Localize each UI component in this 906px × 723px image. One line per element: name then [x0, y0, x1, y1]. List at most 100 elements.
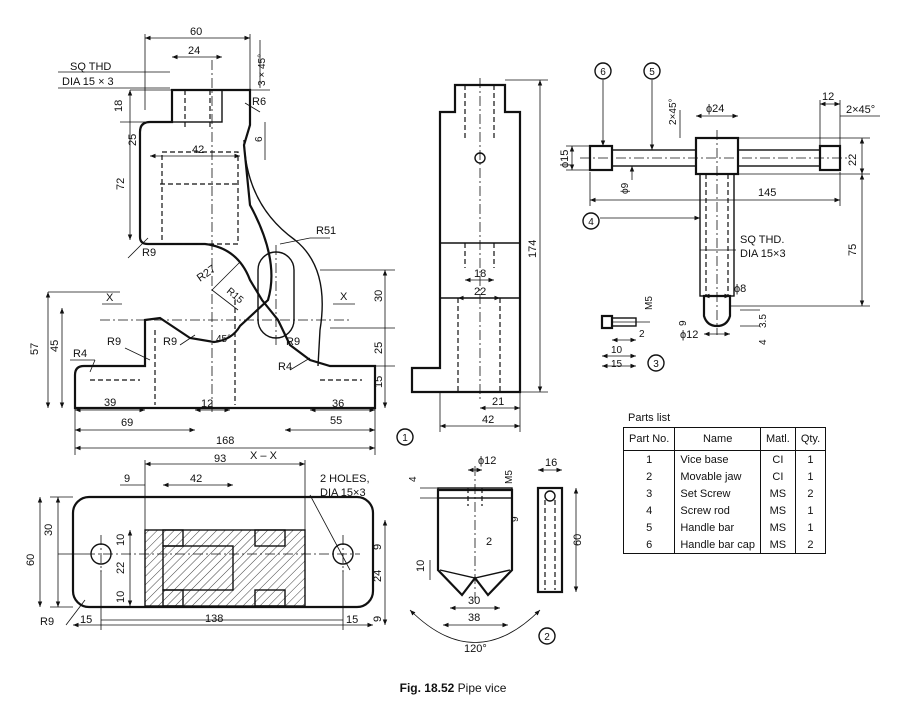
table-row: 3 Set Screw MS 2 — [622, 485, 827, 502]
dim-60: 60 — [190, 26, 202, 38]
cell-qty: 1 — [794, 519, 827, 536]
dim-69: 69 — [121, 417, 133, 429]
dim-174: 174 — [527, 240, 539, 258]
header-part-no: Part No. — [622, 427, 676, 451]
cell-qty: 1 — [794, 450, 827, 468]
marker-4: 4 — [588, 217, 594, 228]
dim-9-plan: 9 — [124, 473, 130, 485]
dim-angle-45: 45° — [216, 334, 231, 345]
dim-angle-120: 120° — [464, 643, 487, 655]
screw-thread-line1: SQ THD. — [740, 234, 784, 246]
plan-view: X – X 93 9 42 2 HOLES, DIA 15×3 30 60 10… — [25, 450, 388, 630]
header-qty: Qty. — [794, 427, 827, 451]
dim-22-side: 22 — [474, 286, 486, 298]
jaw-views: ϕ12 M5 4 16 9 2 10 30 38 60 120° — [408, 455, 584, 655]
cell-material: MS — [759, 502, 796, 519]
dim-4-jaw: 4 — [408, 476, 419, 482]
dim-22-screw: 22 — [847, 154, 859, 166]
dim-dia15: ϕ15 — [559, 150, 571, 168]
dim-60-plan: 60 — [25, 554, 37, 566]
table-row: 5 Handle bar MS 1 — [622, 519, 827, 536]
cell-material: MS — [759, 536, 796, 554]
marker-6: 6 — [600, 67, 606, 78]
screw-thread-line2: DIA 15×3 — [740, 248, 786, 260]
thread-note-line2: DIA 15 × 3 — [62, 76, 114, 88]
dim-r6: R6 — [252, 96, 266, 108]
dim-30-plan: 30 — [43, 524, 55, 536]
dim-45: 45 — [49, 340, 61, 352]
dim-9-screw: 9 — [678, 320, 689, 326]
table-row: 6 Handle bar cap MS 2 — [622, 536, 827, 554]
dim-168: 168 — [216, 435, 234, 447]
figure-caption: Fig. 18.52 Pipe vice — [0, 681, 906, 695]
cell-part-no: 1 — [622, 450, 676, 468]
dim-42: 42 — [192, 144, 204, 156]
parts-list-title: Parts list — [628, 412, 671, 424]
dim-dia9: ϕ9 — [620, 182, 631, 194]
cell-name: Handle bar cap — [674, 536, 761, 554]
dim-93: 93 — [214, 453, 226, 465]
dim-18-side: 18 — [474, 268, 486, 280]
dim-m5-screw: M5 — [644, 296, 655, 310]
cell-part-no: 6 — [622, 536, 676, 554]
cell-part-no: 4 — [622, 502, 676, 519]
dim-18: 18 — [113, 100, 125, 112]
dim-r4-left: R4 — [73, 348, 87, 360]
dim-22-plan: 22 — [115, 562, 127, 574]
dim-r9-left: R9 — [142, 247, 156, 259]
dim-15-screw: 15 — [611, 359, 623, 370]
dim-dia12-screw: ϕ12 — [680, 329, 698, 341]
dim-10a-plan: 10 — [115, 534, 127, 546]
cell-name: Handle bar — [674, 519, 761, 536]
side-view: 174 18 22 21 42 — [410, 78, 548, 432]
cell-name: Movable jaw — [674, 468, 761, 485]
section-label: X – X — [250, 450, 278, 462]
dim-dia8: ϕ8 — [734, 283, 746, 295]
dim-42-plan: 42 — [190, 473, 202, 485]
dim-r27: R27 — [195, 263, 218, 284]
header-material: Matl. — [759, 427, 796, 451]
dim-2-jaw: 2 — [486, 536, 492, 548]
thread-note-line1: SQ THD — [70, 61, 111, 73]
dim-15a-plan: 15 — [80, 614, 92, 626]
table-row: 1 Vice base CI 1 — [622, 450, 827, 468]
dim-r51: R51 — [316, 225, 336, 237]
dim-21-side: 21 — [492, 396, 504, 408]
caption-title: Pipe vice — [457, 681, 507, 695]
dim-9-jaw: 9 — [510, 516, 521, 522]
dim-r9-plan: R9 — [40, 616, 54, 628]
dim-42-side: 42 — [482, 414, 494, 426]
marker-5: 5 — [649, 67, 655, 78]
dim-9a-plan: 9 — [372, 544, 384, 550]
cell-qty: 2 — [794, 536, 827, 554]
cell-material: MS — [759, 519, 796, 536]
dim-r15: R15 — [224, 286, 245, 307]
dim-r9-a: R9 — [107, 336, 121, 348]
dim-10b-plan: 10 — [115, 591, 127, 603]
marker-3: 3 — [653, 359, 659, 370]
dim-r9-b: R9 — [163, 336, 177, 348]
marker-2: 2 — [544, 632, 550, 643]
cell-name: Vice base — [674, 450, 761, 468]
front-view: 60 24 3 × 45° SQ THD DIA 15 × 3 R6 18 25… — [29, 26, 395, 455]
dim-15: 15 — [373, 376, 385, 388]
cell-material: CI — [759, 450, 796, 468]
cell-part-no: 5 — [622, 519, 676, 536]
parts-list-table: Part No. Name Matl. Qty. 1 Vice base CI … — [622, 427, 827, 554]
screw-assembly: 2×45° ϕ24 12 2×45° ϕ15 ϕ9 145 22 SQ THD.… — [559, 62, 880, 372]
dim-60-jaw: 60 — [572, 534, 584, 546]
dim-dia24: ϕ24 — [706, 103, 724, 115]
cell-name: Screw rod — [674, 502, 761, 519]
cell-name: Set Screw — [674, 485, 761, 502]
parts-header-row: Part No. Name Matl. Qty. — [622, 427, 827, 451]
dim-15b-plan: 15 — [346, 614, 358, 626]
dim-2x45b: 2×45° — [846, 104, 875, 116]
dim-10-screw: 10 — [611, 345, 623, 356]
dim-12-screw: 12 — [822, 91, 834, 103]
dim-25b: 25 — [373, 342, 385, 354]
caption-number: Fig. 18.52 — [399, 681, 455, 695]
cell-part-no: 3 — [622, 485, 676, 502]
dim-38-jaw: 38 — [468, 612, 480, 624]
dim-39: 39 — [104, 397, 116, 409]
